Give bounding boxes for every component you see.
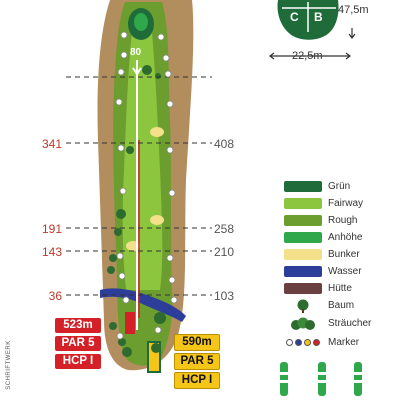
fairway — [122, 32, 163, 290]
bunker-upper — [150, 127, 164, 137]
marker-posts — [115, 31, 178, 340]
marker-dots-icon — [284, 336, 322, 349]
distance-post-stripes — [280, 372, 362, 383]
green-core — [134, 13, 148, 31]
legend-label: Sträucher — [328, 318, 372, 329]
marker-dot — [295, 339, 302, 346]
distance-lines — [66, 76, 212, 296]
legend-label: Fairway — [328, 198, 364, 209]
distance-post-icons — [280, 362, 362, 396]
distance-right-2: 258 — [214, 222, 235, 236]
legend-item: Grün — [284, 180, 350, 193]
legend-item: Hütte — [284, 282, 352, 295]
legend-item: Sträucher — [284, 317, 371, 330]
legend-item: Marker — [284, 336, 359, 349]
bunker-middle — [150, 215, 164, 225]
marker-dot — [304, 339, 311, 346]
depth-arrow — [348, 28, 356, 39]
water-hazard — [100, 288, 186, 322]
legend-label: Baum — [328, 300, 355, 311]
distance-left-3: 143 — [41, 245, 62, 259]
legend-label: Bunker — [328, 249, 360, 260]
legend-item: Rough — [284, 214, 357, 227]
legend-item: Wasser — [284, 265, 362, 278]
green-width-label: 22,5m — [292, 50, 323, 62]
green-entry-distance: 80 — [130, 47, 142, 58]
yellow-tee-par: PAR 5 — [174, 353, 220, 370]
distance-right-1: 408 — [214, 137, 235, 151]
direction-arrow — [132, 60, 142, 76]
legend-label: Grün — [328, 181, 351, 192]
green-depth-label: 47,5m — [338, 4, 369, 16]
legend-label: Wasser — [328, 266, 362, 277]
legend-label: Anhöhe — [328, 232, 363, 243]
distance-left-2: 191 — [41, 222, 62, 236]
legend-item: Anhöhe — [284, 231, 362, 244]
yellow-tee-length: 590m — [174, 334, 220, 351]
shrub-icon — [284, 317, 322, 330]
tree-icon — [284, 299, 322, 313]
red-tee-box — [125, 312, 135, 334]
watermark: SCHRIFTWERK — [5, 340, 12, 390]
width-arrow — [269, 52, 351, 60]
legend-swatch — [284, 215, 322, 226]
marker-dot — [286, 339, 293, 346]
legend-swatch — [284, 198, 322, 209]
yellow-tee-hcp: HCP I — [174, 372, 220, 389]
legend-swatch — [284, 266, 322, 277]
distance-left-4: 36 — [48, 289, 62, 303]
legend-item: Baum — [284, 299, 355, 313]
marker-dot — [313, 339, 320, 346]
legend-swatch — [284, 249, 322, 260]
legend-label: Rough — [328, 215, 358, 226]
distance-right-3: 210 — [214, 245, 235, 259]
legend-label: Hütte — [328, 283, 352, 294]
legend-swatch — [284, 283, 322, 294]
green-detail-diagram — [269, 0, 356, 60]
green-zone-b: B — [314, 10, 323, 24]
red-tee-par: PAR 5 — [55, 336, 101, 351]
legend-swatch — [284, 181, 322, 192]
distance-right-4: 103 — [214, 289, 235, 303]
distance-left-1: 341 — [41, 137, 62, 151]
trees — [107, 65, 166, 357]
legend-swatch — [284, 232, 322, 243]
red-tee-length: 523m — [55, 318, 101, 333]
red-tee-hcp: HCP I — [55, 354, 101, 369]
legend-label: Marker — [328, 337, 360, 348]
legend-item: Bunker — [284, 248, 360, 261]
legend-item: Fairway — [284, 197, 363, 210]
green-zone-c: C — [290, 10, 299, 24]
